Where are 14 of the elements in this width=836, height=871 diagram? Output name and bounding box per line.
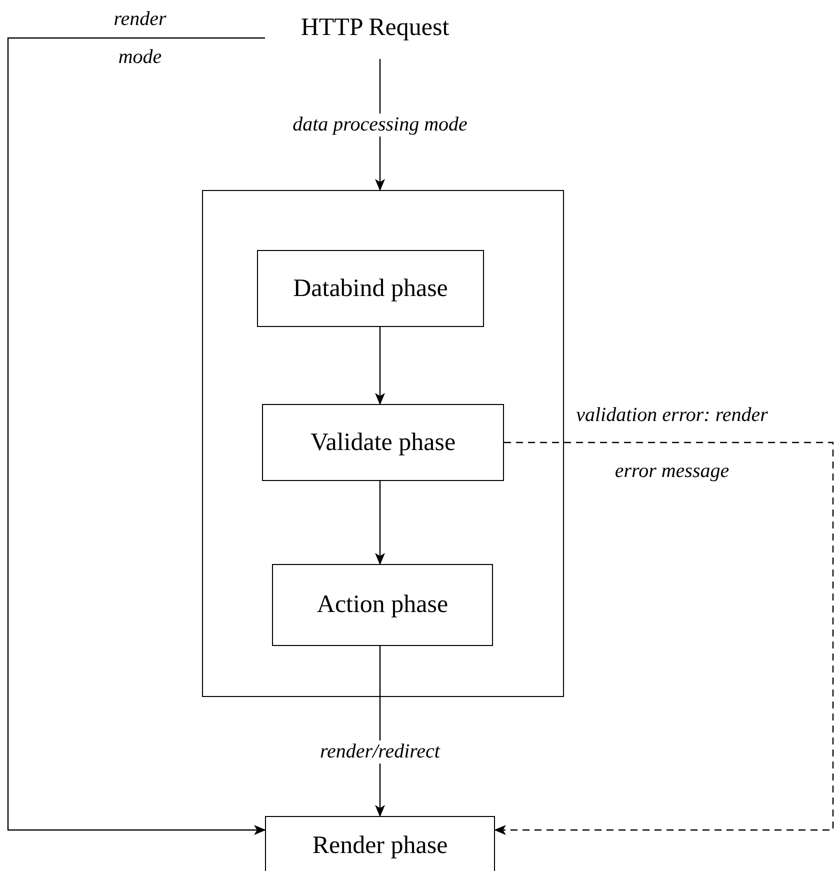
process-box: Action phase [272,564,493,646]
edge-label: render/redirect [320,740,440,764]
arrow [375,481,385,565]
edge-label: validation error: render error message [575,402,769,484]
process-box: Render phase [265,816,495,871]
frame-box [202,190,564,697]
edge-label: render mode [112,7,168,70]
request-label: HTTP Request [300,14,450,42]
arrow [7,37,266,835]
arrow [375,327,385,405]
process-box: Databind phase [257,250,484,327]
dashed-arrow [494,442,834,835]
edge-label: data processing mode [292,114,468,136]
process-box: Validate phase [262,404,504,481]
